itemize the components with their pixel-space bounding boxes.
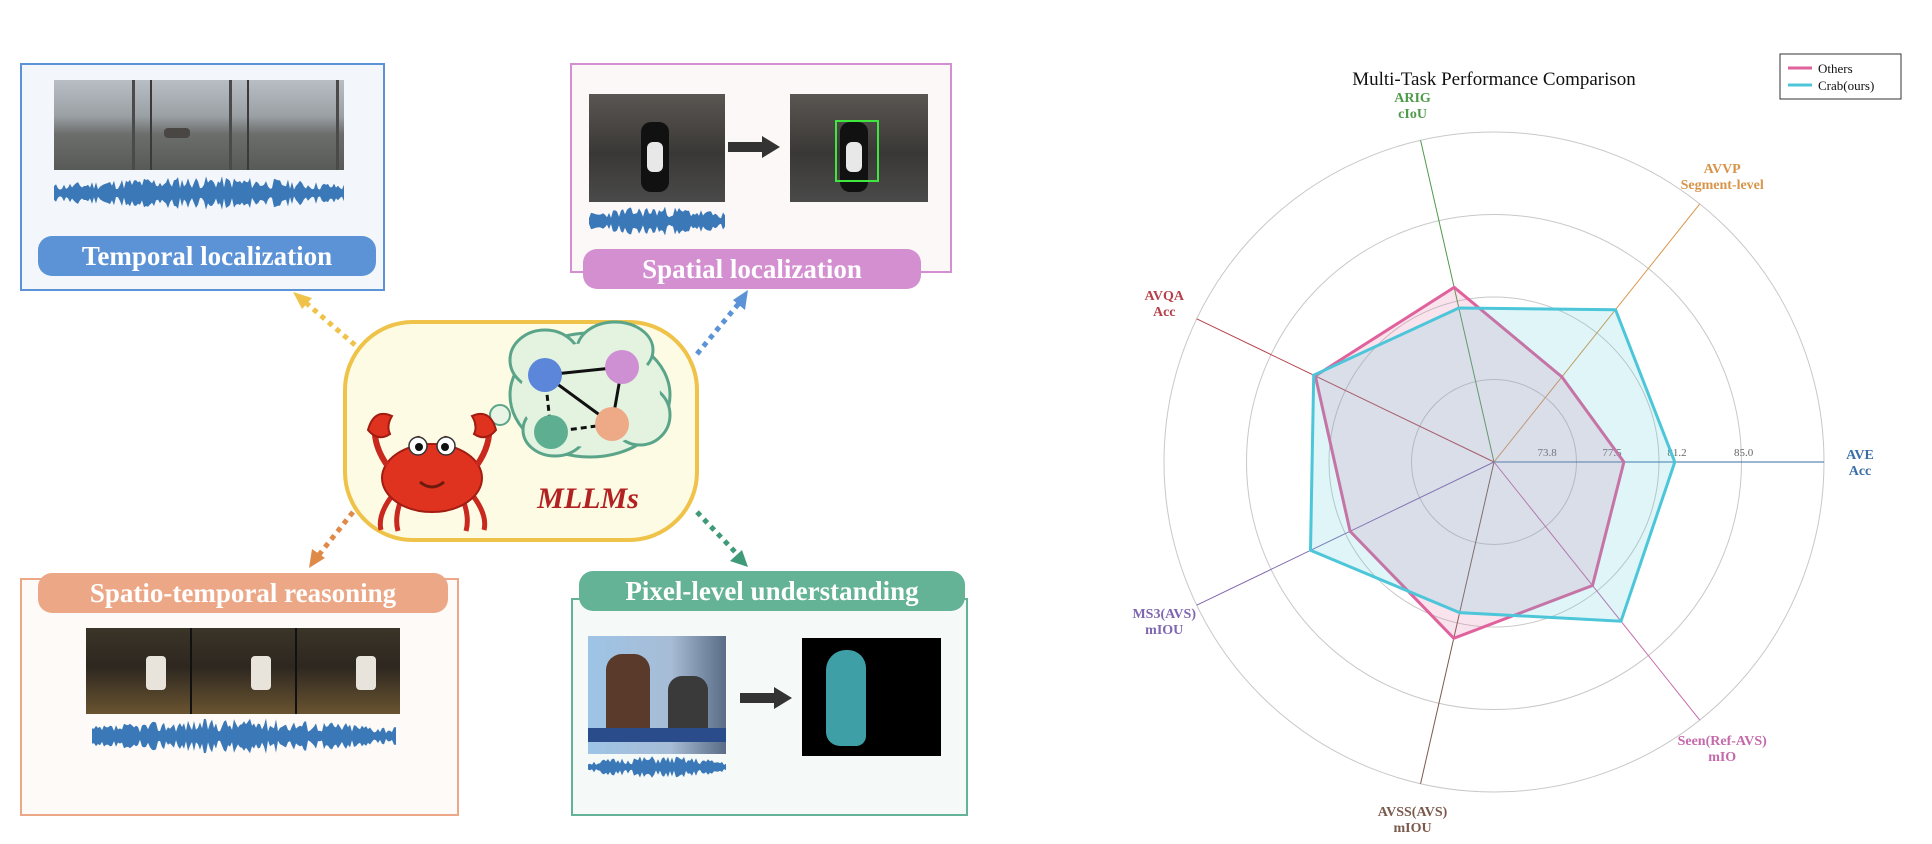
axis-label-metric: cIoU [1398, 107, 1427, 122]
axis-label-metric: Acc [1849, 464, 1872, 479]
spatial-waveform [589, 206, 725, 236]
axis-label: MS3(AVS)mIOU [1132, 607, 1196, 638]
graph-network [528, 350, 639, 449]
axis-spoke [1420, 461, 1495, 784]
arrow-right-icon-2 [740, 693, 776, 703]
task-diagram: MLLMs [293, 290, 748, 568]
arrow-to-spatial [695, 290, 748, 356]
temporal-waveform [54, 176, 344, 210]
axis-spoke [1196, 318, 1495, 463]
axis-label-name: AVE [1846, 448, 1874, 463]
radial-tick-label: 73.8 [1537, 447, 1557, 459]
radial-tick-label: 77.5 [1602, 447, 1622, 459]
arrow-right-icon [728, 142, 764, 152]
spatial-output-frame [790, 94, 928, 202]
spatio-temporal-waveform [92, 718, 396, 754]
axis-spoke [1493, 461, 1701, 721]
radar-chart: Multi-Task Performance Comparison 73.8 77… [1132, 53, 1902, 836]
center-label: MLLMs [536, 482, 639, 515]
axis-label-metric: mIO [1708, 750, 1736, 765]
spatial-input-frame [589, 94, 725, 202]
axis-label-metric: mIOU [1145, 623, 1183, 638]
legend-label-others: Others [1818, 61, 1853, 76]
chart-title: Multi-Task Performance Comparison [1352, 69, 1636, 90]
radar-series [1308, 285, 1677, 641]
axis-label-metric: Segment-level [1681, 178, 1764, 193]
axis-label-name: AVQA [1145, 289, 1185, 304]
pixel-input-frame [588, 636, 726, 754]
axis-label-name: AVSS(AVS) [1378, 805, 1448, 820]
pixel-mask-frame [802, 638, 941, 756]
radar-axis-labels: AVEAccAVVPSegment-levelARIGcIoUAVQAAccMS… [1132, 91, 1873, 836]
axis-label-name: AVVP [1704, 162, 1742, 177]
crab-icon [366, 412, 498, 532]
arrow-to-pixel [695, 510, 748, 567]
bounding-box [835, 120, 879, 182]
spatio-temporal-label: Spatio-temporal reasoning [38, 573, 448, 613]
axis-label-name: Seen(Ref-AVS) [1678, 734, 1768, 749]
temporal-video-frames [54, 80, 344, 170]
arrow-right-head [762, 136, 780, 158]
legend-box [1779, 53, 1902, 100]
axis-label: AVSS(AVS)mIOU [1378, 805, 1448, 836]
axis-label-metric: mIOU [1393, 821, 1431, 836]
pixel-label: Pixel-level understanding [579, 571, 965, 611]
axis-spoke [1420, 140, 1495, 463]
arrow-right-head-2 [774, 687, 792, 709]
series-area-0 [1313, 285, 1626, 641]
temporal-label: Temporal localization [38, 236, 376, 276]
axis-spoke [1493, 203, 1701, 463]
axis-spoke [1196, 461, 1495, 606]
series-area-1 [1308, 306, 1677, 623]
arrow-to-temporal [293, 292, 357, 347]
axis-label-metric: Acc [1153, 305, 1176, 320]
segmentation-mask [826, 650, 866, 746]
arrow-to-spatio [309, 510, 355, 568]
axis-label: Seen(Ref-AVS)mIO [1678, 734, 1768, 765]
axis-label-name: MS3(AVS) [1132, 607, 1196, 622]
spatio-temporal-video-frames [86, 628, 400, 714]
axis-label-name: ARIG [1394, 91, 1431, 106]
legend-label-crab: Crab(ours) [1818, 78, 1874, 93]
pixel-waveform [588, 756, 726, 778]
radial-tick-label: 85.0 [1734, 447, 1754, 459]
spatial-label: Spatial localization [583, 249, 921, 289]
legend: Others Crab(ours) [1779, 53, 1902, 100]
